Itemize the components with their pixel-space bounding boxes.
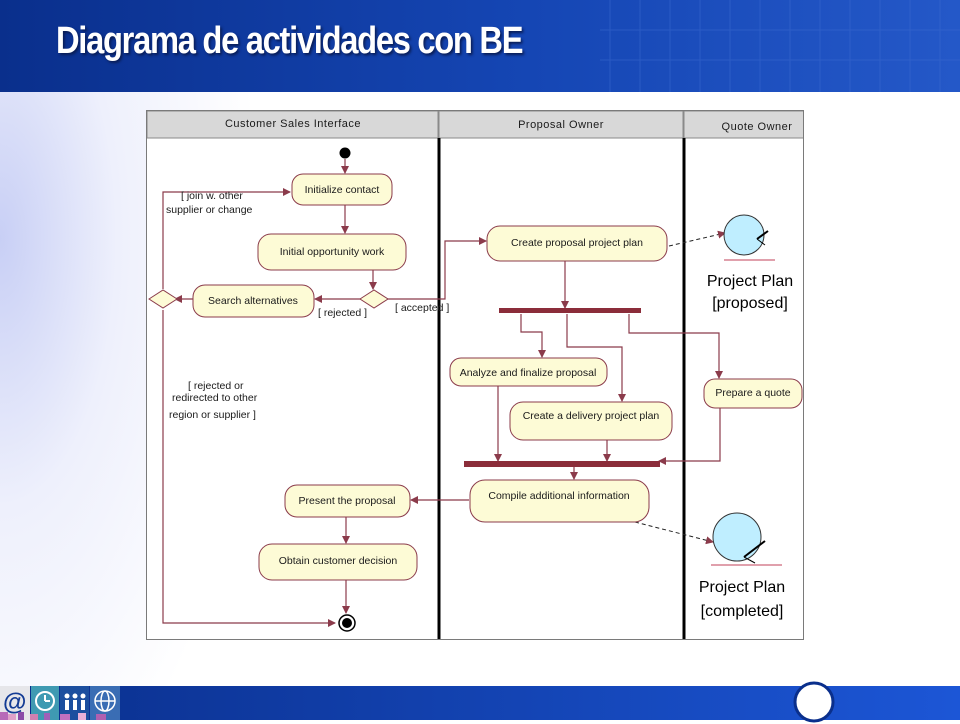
at-sign-icon: @ bbox=[3, 689, 26, 716]
clock-icon bbox=[35, 691, 55, 711]
activity-label-initial-opportunity-work: Initial opportunity work bbox=[280, 246, 385, 258]
join-bar bbox=[464, 461, 660, 467]
activity-label-prepare-quote: Prepare a quote bbox=[715, 387, 790, 399]
slide-nav-circle-button[interactable] bbox=[792, 680, 836, 724]
activity-search-alternatives: Search alternatives bbox=[192, 284, 315, 318]
lane-header-quote-owner bbox=[683, 111, 803, 139]
activity-create-delivery-project-plan: Create a delivery project plan bbox=[509, 401, 673, 441]
object-flows bbox=[634, 230, 726, 545]
control-flows bbox=[162, 159, 723, 627]
object-project-plan-proposed: Project Plan [proposed] bbox=[707, 214, 793, 312]
activity-obtain-customer-decision: Obtain customer decision bbox=[258, 543, 418, 581]
activity-diagram-canvas: Customer Sales Interface Proposal Owner … bbox=[147, 111, 803, 639]
decision-node-alternatives bbox=[148, 289, 178, 309]
final-node bbox=[338, 614, 356, 632]
lane-label-proposal-owner: Proposal Owner bbox=[518, 119, 604, 131]
guard-accepted: [ accepted ] bbox=[395, 302, 449, 314]
lane-header-customer-sales-interface bbox=[147, 111, 439, 139]
object-project-plan-completed: Project Plan [completed] bbox=[699, 512, 785, 620]
activity-label-create-proposal-project-plan: Create proposal project plan bbox=[511, 237, 643, 249]
initial-node bbox=[339, 147, 351, 159]
swimlane-headers: Customer Sales Interface Proposal Owner … bbox=[147, 111, 803, 139]
object-state-completed: [completed] bbox=[701, 603, 784, 620]
activity-label-create-delivery-project-plan: Create a delivery project plan bbox=[523, 410, 660, 422]
activity-prepare-quote: Prepare a quote bbox=[703, 378, 803, 409]
object-state-proposed: [proposed] bbox=[712, 295, 788, 312]
activity-label-initialize-contact: Initialize contact bbox=[305, 184, 380, 196]
guard-join-line-1: [ join w. other bbox=[181, 190, 243, 202]
activity-compile-additional-information: Compile additional information bbox=[469, 479, 650, 523]
activity-label-obtain-customer-decision: Obtain customer decision bbox=[279, 555, 398, 567]
people-icon bbox=[64, 693, 86, 710]
guard-redirected-line-1: [ rejected or bbox=[188, 380, 244, 392]
object-name-completed: Project Plan bbox=[699, 579, 785, 596]
slide-title: Diagrama de actividades con BE bbox=[56, 20, 524, 62]
activity-label-search-alternatives: Search alternatives bbox=[208, 295, 298, 307]
guard-redirected-line-3: region or supplier ] bbox=[169, 409, 256, 421]
activity-label-compile-additional-information: Compile additional information bbox=[488, 490, 629, 502]
lane-label-customer-sales-interface: Customer Sales Interface bbox=[225, 118, 361, 130]
lane-label-quote-owner: Quote Owner bbox=[722, 121, 793, 133]
activity-label-analyze-and-finalize-proposal: Analyze and finalize proposal bbox=[460, 367, 597, 379]
footer-pixel-mosaic bbox=[0, 712, 106, 720]
guard-join-line-2: supplier or change bbox=[166, 204, 253, 216]
footer-logo-strip: @ bbox=[0, 686, 120, 720]
activity-create-proposal-project-plan: Create proposal project plan bbox=[486, 225, 668, 262]
activity-present-proposal: Present the proposal bbox=[284, 484, 411, 518]
object-name-proposed: Project Plan bbox=[707, 273, 793, 290]
lane-header-proposal-owner bbox=[438, 111, 684, 139]
activity-label-present-proposal: Present the proposal bbox=[299, 495, 396, 507]
activity-initialize-contact: Initialize contact bbox=[291, 173, 393, 206]
guard-redirected-line-2: redirected to other bbox=[172, 392, 258, 404]
fork-bar bbox=[499, 308, 641, 313]
globe-icon bbox=[94, 690, 116, 712]
activity-initial-opportunity-work: Initial opportunity work bbox=[257, 233, 407, 271]
activity-diagram: Customer Sales Interface Proposal Owner … bbox=[146, 110, 804, 640]
activity-analyze-and-finalize-proposal: Analyze and finalize proposal bbox=[449, 357, 608, 387]
guard-rejected: [ rejected ] bbox=[318, 307, 367, 319]
decision-node-opportunity bbox=[359, 289, 389, 309]
